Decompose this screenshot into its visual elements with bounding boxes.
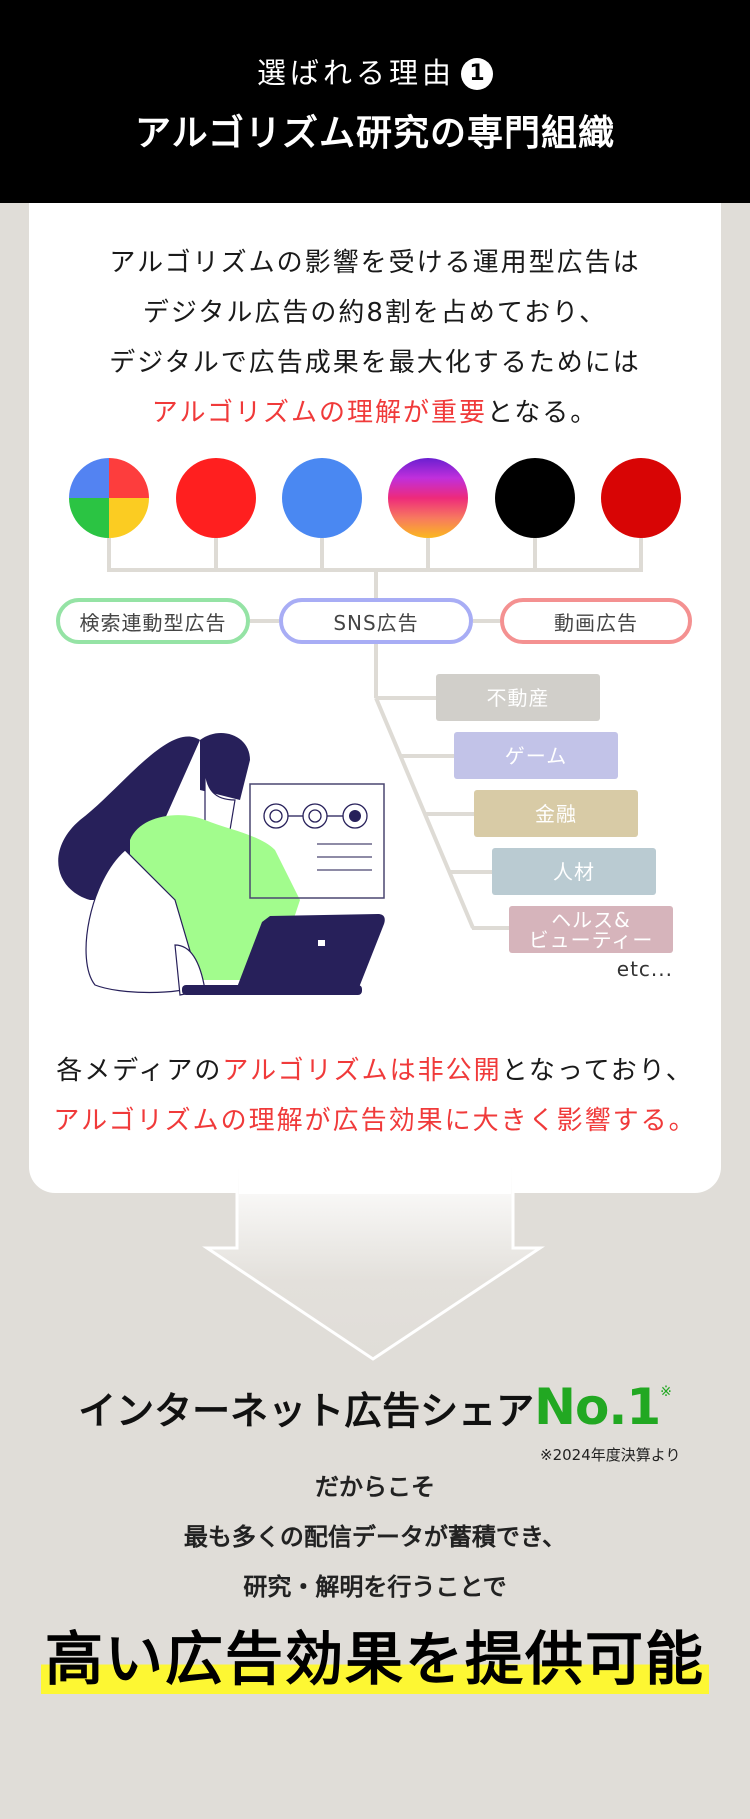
down-arrow-icon — [202, 1160, 545, 1361]
footnote: ※2024年度決算より — [540, 1446, 681, 1464]
lead-line-3: 研究・解明を行うことで — [243, 1573, 507, 1601]
category-sns-ads: SNS広告 — [279, 598, 473, 644]
closing-l1-highlight: アルゴリズムは非公開 — [222, 1056, 502, 1086]
lead-line-2: 最も多くの配信データが蓄積でき、 — [183, 1523, 567, 1551]
number-badge: 1 — [461, 58, 493, 90]
intro-line-4-rest: となる。 — [487, 398, 599, 428]
intro-line-3: デジタルで広告成果を最大化するためには — [109, 348, 641, 378]
footnote-mark: ※ — [660, 1384, 672, 1400]
intro-text: アルゴリズムの影響を受ける運用型広告は デジタル広告の約8割を占めており、 デジ… — [29, 238, 721, 438]
industry-health-beauty: ヘルス& ビューティー — [509, 906, 673, 953]
share-text: インターネット広告シェア — [78, 1389, 535, 1433]
industry-hr: 人材 — [492, 848, 656, 895]
closing-line-2: アルゴリズムの理解が広告効果に大きく影響する。 — [53, 1106, 697, 1136]
reason-text: 選ばれる理由 — [256, 56, 455, 90]
industry-real-estate: 不動産 — [436, 674, 600, 721]
share-rank: No.1 — [534, 1378, 661, 1436]
section-title: アルゴリズム研究の専門組織 — [135, 113, 615, 154]
industry-games: ゲーム — [454, 732, 618, 779]
final-highlight-text: 高い広告効果を提供可能 — [40, 1624, 709, 1694]
industry-finance: 金融 — [474, 790, 638, 837]
share-headline: インターネット広告シェアNo.1※ — [0, 1378, 750, 1436]
intro-line-2: デジタル広告の約8割を占めており、 — [142, 298, 608, 328]
industry-label-line2: ビューティー — [528, 927, 654, 952]
intro-line-4: アルゴリズムの理解が重要となる。 — [29, 388, 721, 438]
etc-label: etc... — [616, 957, 673, 981]
final-statement: 高い広告効果を提供可能 — [0, 1624, 750, 1694]
lead-text: だからこそ 最も多くの配信データが蓄積でき、 研究・解明を行うことで — [0, 1462, 750, 1612]
highlight-text: アルゴリズムの理解が重要 — [151, 398, 487, 428]
category-video-ads: 動画広告 — [500, 598, 692, 644]
closing-l1-c: となっており、 — [501, 1056, 694, 1086]
closing-line-1: 各メディアのアルゴリズムは非公開となっており、 — [29, 1046, 721, 1096]
lead-line-1: だからこそ — [315, 1473, 435, 1501]
industry-label-line1: ヘルス& — [551, 907, 631, 932]
closing-text: 各メディアのアルゴリズムは非公開となっており、 アルゴリズムの理解が広告効果に大… — [29, 1046, 721, 1146]
category-search-ads: 検索連動型広告 — [56, 598, 250, 644]
intro-line-1: アルゴリズムの影響を受ける運用型広告は — [109, 248, 641, 278]
closing-l1-a: 各メディアの — [56, 1056, 223, 1086]
